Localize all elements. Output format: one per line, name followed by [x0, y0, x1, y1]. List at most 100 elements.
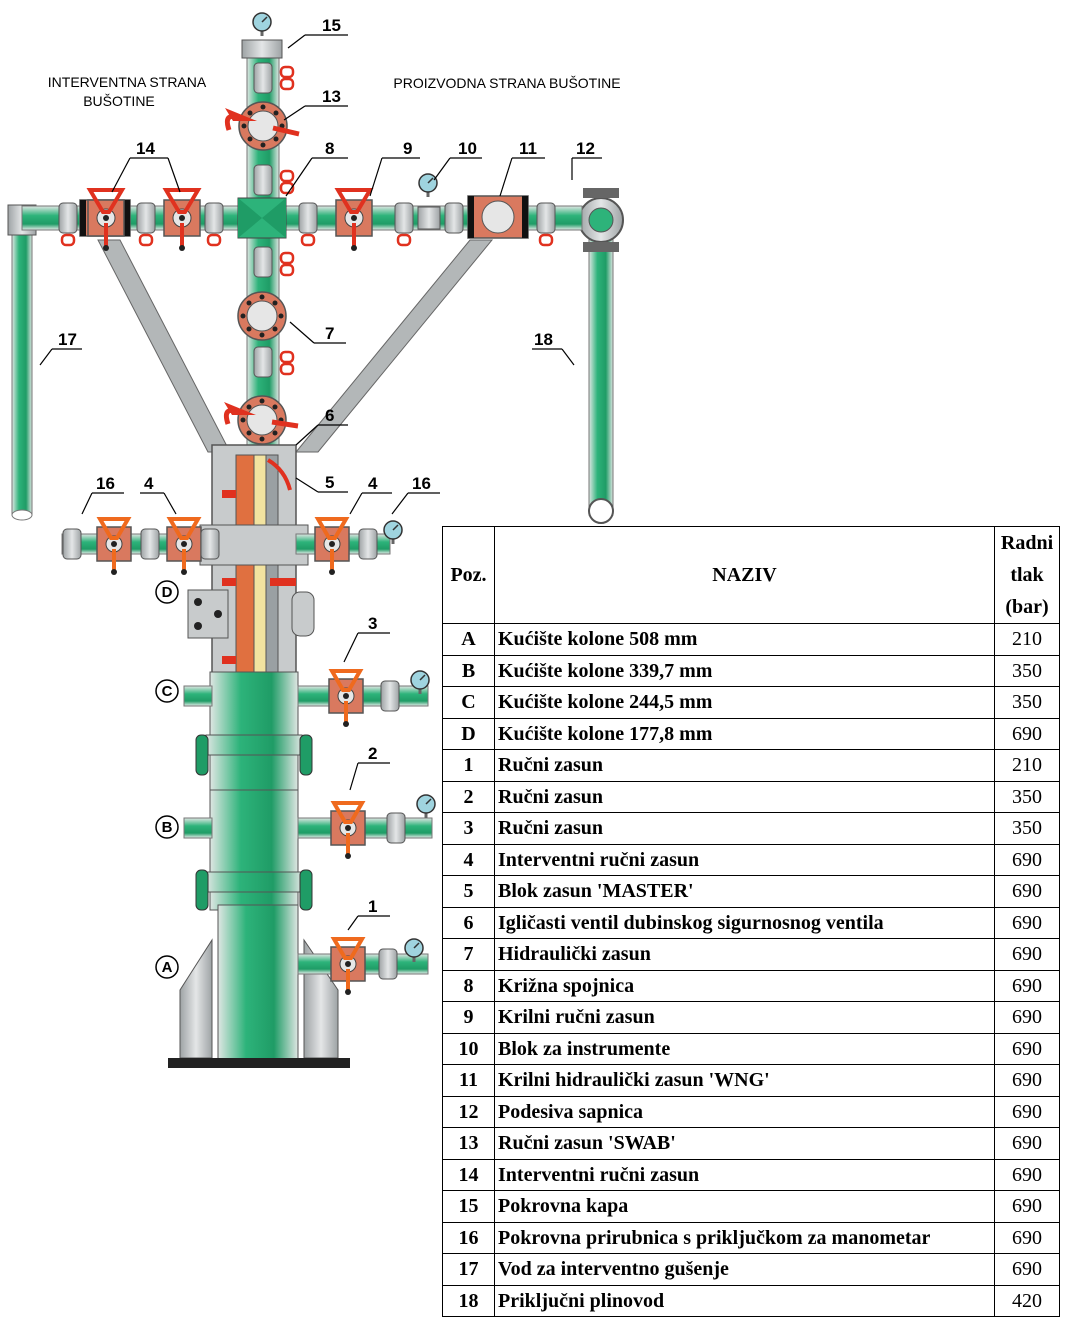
row-name: Vod za interventno gušenje [494, 1253, 995, 1286]
row-pressure: 690 [994, 969, 1060, 1002]
row-pos: 11 [442, 1064, 495, 1097]
callout-9: 9 [403, 139, 412, 158]
header-pressure: Radni tlak (bar) [994, 526, 1060, 624]
row-name: Igličasti ventil dubinskog sigurnosnog v… [494, 906, 995, 939]
row-pos: 13 [442, 1127, 495, 1160]
casing-c-valves [183, 669, 431, 729]
row-pressure: 350 [994, 686, 1060, 719]
svg-text:D: D [162, 584, 173, 601]
gauge-icon [417, 172, 439, 199]
intervention-side-label-2: BUŠOTINE [83, 93, 155, 109]
row-pos: 15 [442, 1190, 495, 1223]
row-pos: 1 [442, 749, 495, 782]
row-pressure: 690 [994, 906, 1060, 939]
row-pos: 4 [442, 843, 495, 876]
row-pos: 8 [442, 969, 495, 1002]
row-name: Priključni plinovod [494, 1284, 995, 1317]
row-pos: 2 [442, 780, 495, 813]
casing-letter-b: B [155, 815, 179, 839]
callout-17: 17 [58, 330, 77, 349]
casing-a-valves [297, 937, 429, 997]
row-pressure: 690 [994, 843, 1060, 876]
row-pos: 7 [442, 938, 495, 971]
callout-18: 18 [534, 330, 553, 349]
row-pos: 9 [442, 1001, 495, 1034]
row-pressure: 420 [994, 1284, 1060, 1317]
row-pressure: 690 [994, 1064, 1060, 1097]
row-pressure: 350 [994, 654, 1060, 687]
row-pos: 12 [442, 1095, 495, 1128]
callout-16-left: 16 [96, 474, 115, 493]
callout-10: 10 [458, 139, 477, 158]
callout-7: 7 [325, 324, 334, 343]
row-pressure: 350 [994, 780, 1060, 813]
header-name: NAZIV [494, 526, 995, 624]
header-pressure-line-1: Radni [1000, 532, 1054, 554]
row-name: Ručni zasun [494, 812, 995, 845]
header-pos: Poz. [442, 526, 495, 624]
row-pos: 17 [442, 1253, 495, 1286]
header-pressure-line-3: (bar) [1005, 596, 1049, 618]
row-pressure: 690 [994, 1095, 1060, 1128]
callout-14: 14 [136, 139, 155, 158]
row-pos: D [442, 717, 495, 750]
row-pos: B [442, 654, 495, 687]
row-name: Hidraulički zasun [494, 938, 995, 971]
intervention-side-label: INTERVENTNA STRANA [48, 74, 207, 90]
row-pos: 3 [442, 812, 495, 845]
row-pressure: 690 [994, 1001, 1060, 1034]
row-pos: C [442, 686, 495, 719]
row-name: Ručni zasun [494, 780, 995, 813]
callout-1: 1 [368, 897, 377, 916]
callout-8: 8 [325, 139, 334, 158]
annulus-valves-upper [61, 517, 404, 577]
callout-16-right: 16 [412, 474, 431, 493]
flowline [578, 188, 624, 524]
gauge-icon [251, 11, 273, 38]
callout-4-left: 4 [144, 474, 154, 493]
row-name: Križna spojnica [494, 969, 995, 1002]
callout-2: 2 [368, 744, 377, 763]
svg-text:B: B [162, 819, 173, 836]
row-pressure: 690 [994, 1032, 1060, 1065]
row-name: Kućište kolone 339,7 mm [494, 654, 995, 687]
gauge-icon [415, 793, 437, 820]
left-wing-valves [58, 188, 224, 253]
casing-letter-d: D [155, 580, 179, 604]
row-name: Ručni zasun 'SWAB' [494, 1127, 995, 1160]
master-valve [223, 395, 299, 445]
row-name: Kućište kolone 508 mm [494, 623, 995, 656]
row-pressure: 690 [994, 1190, 1060, 1223]
row-pressure: 350 [994, 812, 1060, 845]
swab-valve [224, 101, 300, 151]
row-name: Krilni hidraulički zasun 'WNG' [494, 1064, 995, 1097]
casing-b-valves [183, 793, 437, 861]
row-name: Ručni zasun [494, 749, 995, 782]
callout-15: 15 [322, 16, 341, 35]
callout-6: 6 [325, 406, 334, 425]
row-pos: 18 [442, 1284, 495, 1317]
row-pressure: 690 [994, 1253, 1060, 1286]
callout-5: 5 [325, 473, 334, 492]
row-pos: 5 [442, 875, 495, 908]
casing-letter-c: C [155, 679, 179, 703]
top-cap [241, 11, 295, 94]
row-pressure: 690 [994, 875, 1060, 908]
casing-letter-a: A [155, 955, 179, 979]
row-name: Podesiva sapnica [494, 1095, 995, 1128]
callout-3: 3 [368, 614, 377, 633]
